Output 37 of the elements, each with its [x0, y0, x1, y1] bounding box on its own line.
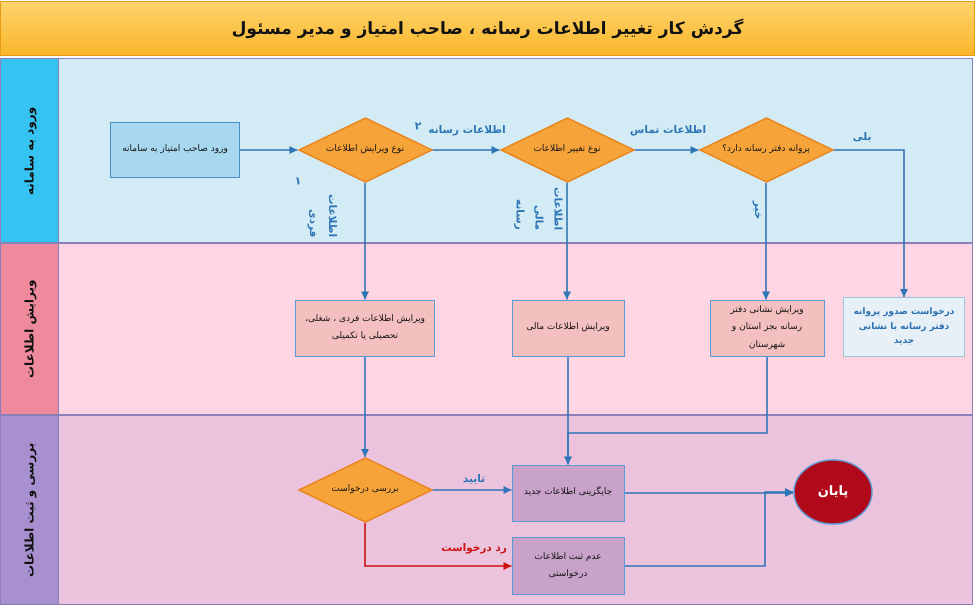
swimlane	[0, 58, 973, 243]
arrow	[564, 356, 768, 464]
arrow	[364, 523, 512, 570]
arrow	[634, 146, 698, 154]
title-bar: گردش کار تغییر اطلاعات رسانه ، صاحب امتیاز و مدیر مسئول	[0, 1, 975, 56]
edge-label: اطلاعات فردی	[306, 192, 339, 237]
arrow	[624, 489, 793, 497]
process-box: ویرایش نشانی دفتر رسانه بجز استان و شهرستان	[710, 300, 824, 356]
edge-label: خیر	[750, 200, 764, 220]
edge-label: رد درخواست	[441, 542, 507, 556]
edge-label: اطلاعات مالی رسانه	[512, 186, 564, 230]
end-ellipse: پایان	[793, 459, 873, 525]
process-box: جایگزینی اطلاعات جدید	[512, 464, 624, 522]
arrow	[361, 356, 369, 457]
edge-label: اطلاعات تماس	[630, 124, 706, 138]
arrow	[361, 183, 369, 300]
request-box: درخواست صدور پروانه دفتر رسانه با نشانی جدید	[843, 297, 965, 357]
lane-header: بررسی و ثبت اطلاعات	[0, 415, 59, 605]
process-box: ویرایش اطلاعات فردی ، شغلی، تحصیلی یا تکمیلی	[295, 300, 435, 356]
process-box: ویرایش اطلاعات مالی	[512, 300, 624, 356]
arrow	[624, 488, 793, 567]
decision-diamond: بررسی درخواست	[298, 457, 432, 523]
arrow	[432, 486, 512, 494]
callout-number: ۲	[414, 120, 422, 132]
swimlane	[0, 415, 973, 605]
arrow	[240, 146, 298, 154]
process-box: ورود صاحب امتیاز به سامانه	[110, 122, 240, 178]
arrow	[834, 149, 908, 297]
edge-label: بلی	[852, 131, 872, 145]
process-box: عدم ثبت اطلاعات درخواستی	[512, 537, 624, 595]
edge-label: تایید	[462, 473, 486, 487]
arrow	[762, 183, 770, 300]
swimlane	[0, 243, 973, 415]
lane-header: ورود به سامانه	[0, 58, 59, 243]
arrow	[563, 183, 571, 300]
lane-header: ویرایش اطلاعات	[0, 243, 59, 415]
arrow	[432, 146, 500, 154]
